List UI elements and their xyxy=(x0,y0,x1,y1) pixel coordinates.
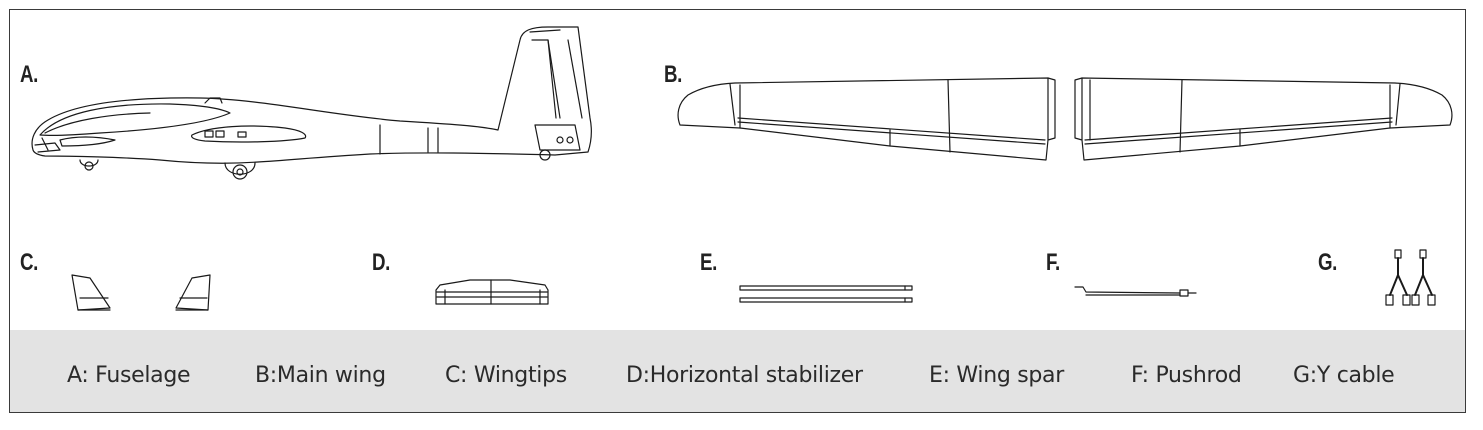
part-marker-d: D. xyxy=(372,249,390,276)
legend-wingtips: C: Wingtips xyxy=(445,363,567,388)
legend-main-wing: B:Main wing xyxy=(255,363,386,388)
part-marker-a: A. xyxy=(20,61,38,88)
part-marker-b: B. xyxy=(664,61,682,88)
main-wing-drawing xyxy=(677,77,1453,161)
wing-spar-drawing xyxy=(739,285,913,303)
legend-pushrod: F: Pushrod xyxy=(1131,363,1242,388)
parts-legend: A: Fuselage B:Main wing C: Wingtips D:Ho… xyxy=(10,330,1465,412)
legend-y-cable: G:Y cable xyxy=(1293,363,1395,388)
legend-fuselage: A: Fuselage xyxy=(67,363,191,388)
fuselage-drawing xyxy=(31,26,592,180)
part-marker-c: C. xyxy=(20,249,38,276)
horizontal-stabilizer-drawing xyxy=(435,279,549,305)
part-marker-e: E. xyxy=(700,249,717,276)
legend-horizontal-stabilizer: D:Horizontal stabilizer xyxy=(626,363,863,388)
part-marker-g: G. xyxy=(1318,249,1337,276)
part-marker-f: F. xyxy=(1046,249,1060,276)
wingtips-drawing xyxy=(71,274,211,311)
y-cable-drawing xyxy=(1385,249,1436,306)
legend-wing-spar: E: Wing spar xyxy=(929,363,1064,388)
pushrod-drawing xyxy=(1074,286,1197,297)
